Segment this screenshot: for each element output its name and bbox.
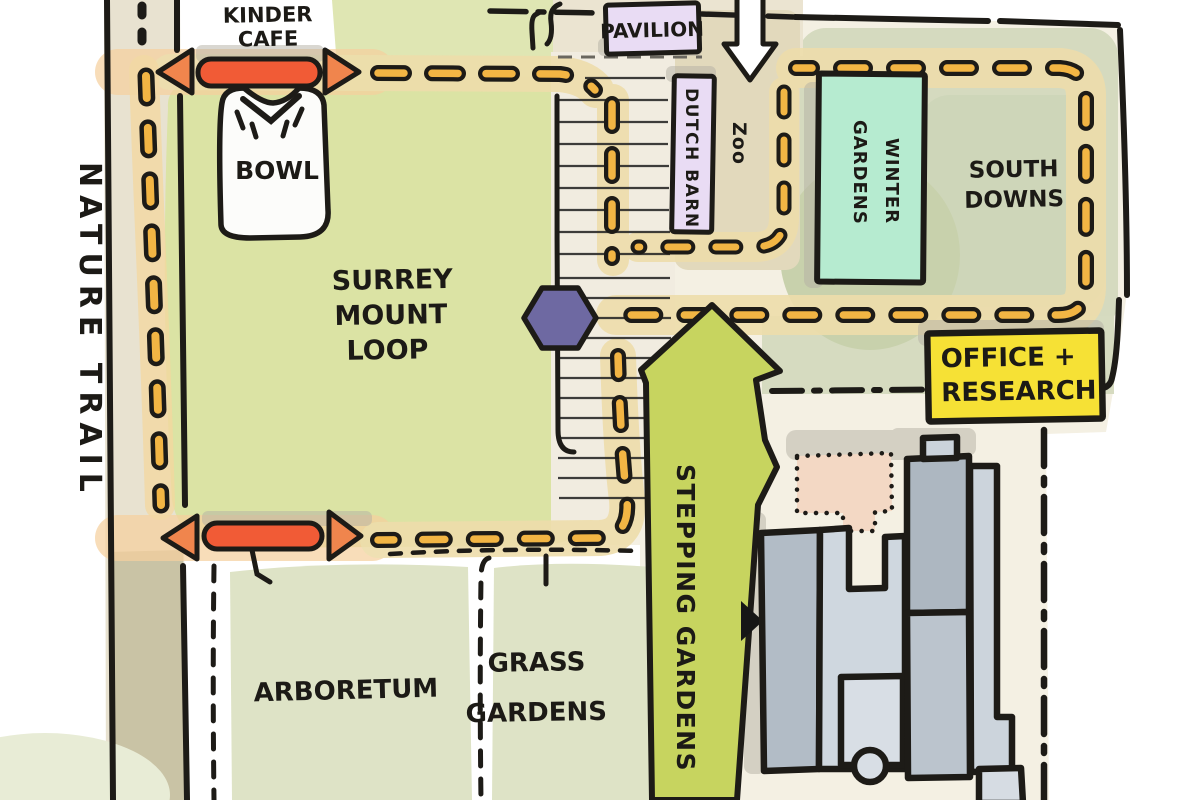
surrey-mount-loop-label: SURREY MOUNT LOOP (332, 264, 454, 367)
arboretum-west-dashed (210, 563, 217, 800)
dutch-barn-label: DUTCH BARN (681, 88, 701, 229)
svg-text:LOOP: LOOP (346, 334, 428, 366)
nature-trail-left-edge (104, 0, 116, 800)
svg-text:RESEARCH: RESEARCH (941, 376, 1097, 409)
nature-trail-label: NATURE TRAIL (72, 162, 107, 500)
pavilion-label: PAVILION (600, 17, 704, 44)
route-arrow-bottom (160, 509, 364, 585)
grass-gardens-area (492, 563, 655, 800)
office-research-box (924, 327, 1106, 425)
arrow-left-head (160, 513, 200, 562)
svg-text:MOUNT: MOUNT (334, 299, 448, 332)
svg-text:SOUTH: SOUTH (969, 156, 1059, 184)
svg-text:SURREY: SURREY (332, 264, 454, 297)
pavilion-box (602, 0, 703, 57)
building-entrance-marker-icon (741, 601, 763, 641)
kinder-cafe-label: KINDER (223, 2, 313, 28)
building-tall-lower (903, 608, 974, 782)
kinder-cafe-label: CAFE (238, 26, 299, 51)
arrow-right-head (326, 509, 364, 562)
winter-gardens-label: GARDENS (849, 120, 870, 225)
entrance-arrow-icon (721, 0, 779, 83)
grass-gardens-label: GRASS GARDENS (465, 647, 607, 729)
winter-gardens-label: WINTER (881, 138, 902, 224)
winter-gardens-box (814, 70, 928, 286)
building-cluster (757, 433, 1027, 800)
arboretum-area (230, 564, 472, 800)
building-west-tower (757, 526, 824, 775)
junction-hexagon (521, 285, 599, 351)
top-boundary-dashdot (487, 8, 603, 16)
building-courtyard (837, 672, 907, 769)
historic-building-dashed (794, 450, 895, 534)
stepping-gardens-label: STEPPING GARDENS (671, 464, 700, 772)
svg-text:GARDENS: GARDENS (465, 697, 607, 729)
arboretum-north-dashed (387, 547, 643, 557)
stepping-gardens-arrow (638, 302, 783, 800)
office-research-label: OFFICE + RESEARCH (940, 342, 1097, 409)
bowl-shape (216, 85, 331, 241)
building-arch (850, 746, 890, 786)
nature-trail-right-edge (177, 93, 188, 508)
svg-text:OFFICE +: OFFICE + (940, 342, 1075, 374)
building-tall-cap (919, 433, 961, 463)
building-tall-upper (903, 452, 973, 617)
svg-text:DOWNS: DOWNS (964, 186, 1064, 214)
zoo-label: Zoo (728, 122, 750, 165)
south-downs-label: SOUTH DOWNS (964, 156, 1064, 214)
pavilion-squiggle (544, 1, 563, 47)
grass-gardens-west-dashed (477, 555, 492, 800)
bowl-label: BOWL (235, 156, 319, 185)
parking-left-edge (554, 93, 577, 455)
nature-trail-band-lower (108, 550, 187, 800)
arrow-left-head (155, 47, 195, 96)
svg-text:GRASS: GRASS (487, 647, 585, 679)
arrow-right-head (322, 47, 362, 96)
green-blob-bottom-left (0, 733, 170, 800)
trail-dashes (137, 1, 1094, 548)
arboretum-label: ARBORETUM (253, 674, 438, 709)
building-small (975, 764, 1027, 800)
dutch-barn-box (669, 73, 717, 235)
route-arrow-top (155, 47, 362, 96)
right-boundary-line (1117, 27, 1130, 298)
south-downs-inner (920, 95, 1105, 307)
